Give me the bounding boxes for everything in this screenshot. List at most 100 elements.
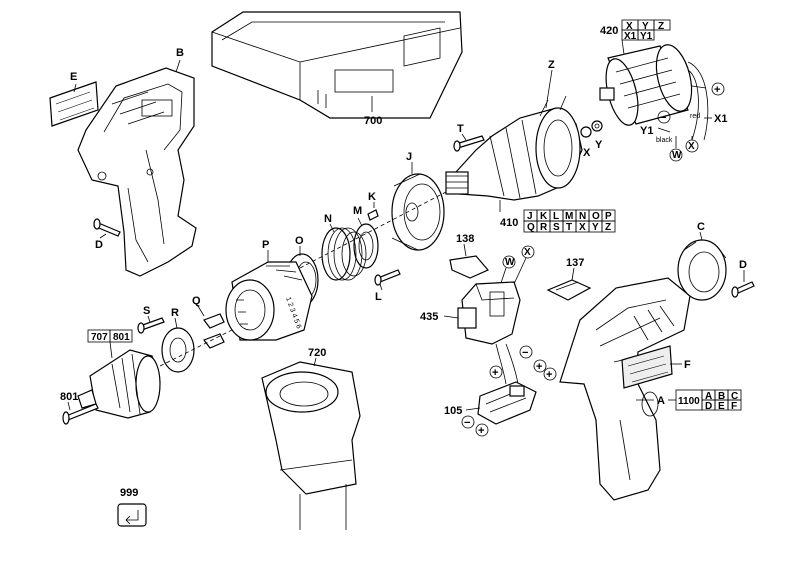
screw-L xyxy=(374,269,401,286)
screw-801 xyxy=(62,403,99,425)
reference-grid-1100: 1100 A B C D E F xyxy=(675,389,742,412)
spring-N xyxy=(321,227,367,281)
svg-text:K: K xyxy=(540,211,548,222)
label-801-bottom: 801 xyxy=(60,391,78,403)
label-435: 435 xyxy=(420,311,438,323)
label-P: P xyxy=(262,239,269,251)
svg-text:B: B xyxy=(718,391,725,402)
label-R: R xyxy=(171,307,179,319)
clips-Q xyxy=(203,313,225,349)
circle-X-switch: X xyxy=(524,247,531,258)
reference-grid-420: 420 X Y Z X1 Y1 xyxy=(600,19,671,42)
wire-label-black: black xyxy=(656,137,673,144)
label-A: A xyxy=(657,395,665,407)
svg-text:X: X xyxy=(579,222,586,233)
svg-text:Y1: Y1 xyxy=(640,31,653,42)
button-137 xyxy=(546,279,592,301)
housing-right-half xyxy=(559,277,691,501)
label-K: K xyxy=(368,191,376,203)
label-137: 137 xyxy=(566,257,584,269)
svg-text:M: M xyxy=(565,211,573,222)
svg-text:801: 801 xyxy=(113,332,130,343)
adjustment-sleeve-P xyxy=(225,261,313,341)
svg-text:D: D xyxy=(705,401,712,412)
label-720: 720 xyxy=(308,347,326,359)
label-X: X xyxy=(583,147,591,159)
carrying-case-icon xyxy=(211,11,463,119)
svg-text:S: S xyxy=(553,222,560,233)
label-N: N xyxy=(324,213,332,225)
trigger-138 xyxy=(449,255,489,279)
battery-shell-720 xyxy=(261,361,361,530)
svg-text:1100: 1100 xyxy=(678,396,700,407)
svg-text:+: + xyxy=(546,369,552,381)
screw-D-right xyxy=(731,281,755,298)
wire-label-red: red xyxy=(690,113,700,120)
label-M: M xyxy=(353,205,362,217)
label-E: E xyxy=(70,71,77,83)
screw-T xyxy=(453,135,485,152)
spindle-lock-R xyxy=(161,327,195,373)
pin-K xyxy=(367,209,379,221)
switch-435 xyxy=(457,281,521,345)
svg-text:410: 410 xyxy=(500,217,518,229)
washer-M xyxy=(353,223,379,269)
circle-X-top: X xyxy=(688,141,695,152)
minus-symbol: − xyxy=(660,112,666,124)
reference-grid-707: 707 801 xyxy=(87,329,133,343)
label-C: C xyxy=(697,221,705,233)
svg-text:Y: Y xyxy=(642,21,649,32)
motor-icon xyxy=(599,44,693,126)
svg-text:−: − xyxy=(464,417,470,429)
svg-text:T: T xyxy=(566,222,572,233)
housing-left-half xyxy=(77,67,197,277)
label-D-right: D xyxy=(739,259,747,271)
svg-text:O: O xyxy=(592,211,600,222)
circle-W-switch: W xyxy=(505,257,515,268)
reference-grid-410: 410 J K L M N O P Q R S T X Y Z xyxy=(500,209,616,233)
screw-S xyxy=(137,317,165,334)
terminal-block-105 xyxy=(477,381,537,425)
label-700: 700 xyxy=(364,115,382,127)
label-Y1: Y1 xyxy=(640,125,653,137)
label-X1: X1 xyxy=(714,113,727,125)
plus-symbol: + xyxy=(714,84,720,96)
label-L: L xyxy=(375,291,382,303)
label-B: B xyxy=(176,47,184,59)
svg-text:Y: Y xyxy=(592,222,599,233)
label-999: 999 xyxy=(120,487,138,499)
svg-text:X: X xyxy=(626,21,633,32)
label-F: F xyxy=(684,359,691,371)
svg-text:P: P xyxy=(605,211,612,222)
label-O: O xyxy=(295,235,304,247)
svg-text:707: 707 xyxy=(91,332,108,343)
svg-text:Z: Z xyxy=(658,21,664,32)
label-Z: Z xyxy=(548,59,555,71)
svg-text:R: R xyxy=(540,222,548,233)
washer-X xyxy=(580,126,592,138)
svg-text:−: − xyxy=(522,347,528,359)
svg-text:+: + xyxy=(478,425,484,437)
screw-D-left xyxy=(93,218,121,237)
svg-text:Q: Q xyxy=(527,222,535,233)
label-plate-F xyxy=(621,345,673,389)
svg-text:A: A xyxy=(705,391,712,402)
return-arrow-icon xyxy=(117,503,147,527)
label-D-left: D xyxy=(95,239,103,251)
label-J: J xyxy=(406,151,412,163)
svg-text:N: N xyxy=(579,211,586,222)
svg-text:+: + xyxy=(492,367,498,379)
nut-Y xyxy=(591,120,603,132)
svg-text:Z: Z xyxy=(605,222,611,233)
svg-text:L: L xyxy=(553,211,559,222)
circle-W-top: W xyxy=(672,150,682,161)
label-Q: Q xyxy=(192,295,201,307)
svg-text:X1: X1 xyxy=(624,31,637,42)
label-S: S xyxy=(143,305,150,317)
chuck-icon xyxy=(77,349,161,419)
end-cap-C xyxy=(677,239,727,301)
svg-text:E: E xyxy=(718,401,725,412)
svg-text:J: J xyxy=(527,211,533,222)
gearbox-Z xyxy=(445,95,583,201)
label-105: 105 xyxy=(444,405,462,417)
